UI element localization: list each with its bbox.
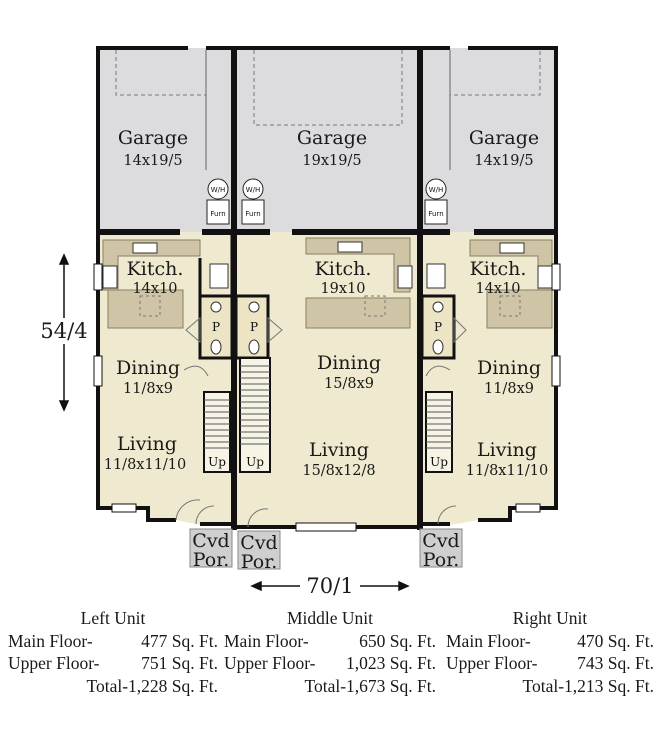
right-unit-title: Right Unit [512,608,588,628]
middle-porch-line2: Por. [241,551,278,573]
left-kitchen-dim: 14x10 [132,281,177,297]
right-furnace-label: Furn [428,210,443,218]
left-main-floor-label: Main Floor- [8,630,93,651]
right-upper-floor-label: Upper Floor- [446,653,538,673]
left-total: Total-1,228 Sq. Ft. [86,675,219,696]
left-kitchen-name: Kitch. [127,258,184,280]
middle-kitchen-dim: 19x10 [320,281,365,297]
stairs [203,357,453,473]
right-porch [419,528,463,568]
middle-main-floor-value: 650 Sq. Ft. [359,630,436,651]
left-garage-name: Garage [118,127,188,149]
right-dining-name: Dining [477,357,541,379]
right-garage-dim: 14x19/5 [474,153,533,169]
right-garage-name: Garage [469,127,539,149]
middle-upper-floor-value: 1,023 Sq. Ft. [346,653,436,673]
middle-porch [237,530,281,570]
middle-living-name: Living [309,439,369,461]
left-dining-dim: 11/8x9 [123,381,173,397]
left-dining-name: Dining [116,357,180,379]
right-living-dim: 11/8x11/10 [466,463,549,479]
right-unit-summary: Right Unit Main Floor- 470 Sq. Ft. Upper … [446,607,654,697]
middle-garage-dim: 19x19/5 [302,153,361,169]
right-kitchen-name: Kitch. [470,258,527,280]
left-living-name: Living [117,433,177,455]
right-porch-line2: Por. [423,549,460,571]
left-garage-dim: 14x19/5 [123,153,182,169]
middle-garage [236,48,418,232]
middle-porch-line1: Cvd [240,532,277,554]
left-unit-title: Left Unit [80,608,146,628]
floor-plan: Garage 14x19/5 Kitch. 14x10 Dining 11/8x… [40,46,561,598]
middle-main-floor-label: Main Floor- [224,630,309,651]
left-porch [189,528,233,568]
middle-dining-dim: 15/8x9 [324,376,374,392]
right-main-floor-label: Main Floor- [446,630,531,651]
right-water-heater-label: W/H [429,186,444,194]
right-dining-dim: 11/8x9 [484,381,534,397]
middle-garage-name: Garage [297,127,367,149]
middle-total: Total-1,673 Sq. Ft. [304,675,437,696]
left-living-dim: 11/8x11/10 [104,457,187,473]
left-unit-summary: Left Unit Main Floor- 477 Sq. Ft. Upper F… [8,607,218,697]
left-powder-label: P [212,320,220,334]
middle-water-heater-label: W/H [246,186,261,194]
middle-unit-title: Middle Unit [286,608,374,628]
width-dimension: 70/1 [306,574,353,598]
middle-unit-summary: Middle Unit Main Floor- 650 Sq. Ft. Upper… [224,607,436,697]
right-living-name: Living [477,439,537,461]
right-powder-label: P [434,320,442,334]
left-upper-floor-value: 751 Sq. Ft. [141,653,218,673]
middle-living-dim: 15/8x12/8 [302,463,375,479]
right-stairs-label: Up [430,455,448,469]
middle-kitchen-name: Kitch. [315,258,372,280]
right-kitchen-dim: 14x10 [475,281,520,297]
left-porch-line1: Cvd [192,530,229,552]
right-upper-floor-value: 743 Sq. Ft. [577,653,654,673]
kitchen-counters [102,237,553,329]
right-total: Total-1,213 Sq. Ft. [522,675,655,696]
left-porch-line2: Por. [193,549,230,571]
right-porch-line1: Cvd [422,530,459,552]
middle-dining-name: Dining [317,352,381,374]
middle-upper-floor-label: Upper Floor- [224,653,316,673]
left-furnace-label: Furn [210,210,225,218]
middle-furnace-label: Furn [245,210,260,218]
left-water-heater-label: W/H [211,186,226,194]
middle-stairs-label: Up [246,455,264,469]
left-main-floor-value: 477 Sq. Ft. [141,630,218,651]
depth-dimension: 54/4 [40,319,87,343]
right-main-floor-value: 470 Sq. Ft. [577,630,654,651]
left-stairs-label: Up [208,455,226,469]
left-upper-floor-label: Upper Floor- [8,653,100,673]
middle-powder-label: P [250,320,258,334]
walls [96,46,558,530]
